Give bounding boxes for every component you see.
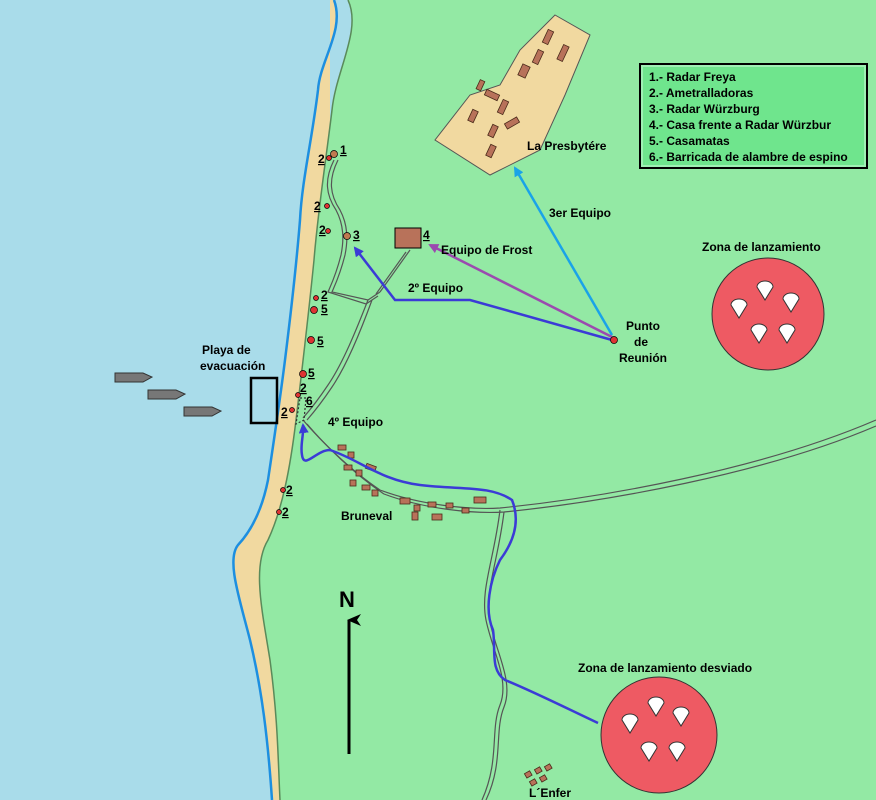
route-frost	[428, 243, 613, 339]
boat-icon	[114, 372, 154, 383]
label-zona-desviado: Zona de lanzamiento desviado	[578, 661, 752, 675]
label-equipo-frost: Equipo de Frost	[441, 243, 532, 257]
team-routes	[298, 166, 614, 725]
label-de: de	[634, 335, 648, 349]
cliff-edge	[258, 0, 353, 800]
parachute-icon	[621, 713, 639, 734]
frost-house	[394, 227, 422, 249]
marker-2: 2	[318, 152, 325, 166]
presbytere-complex	[434, 14, 591, 176]
boat-icon	[183, 406, 223, 417]
legend-item: 2.- Ametralladoras	[649, 86, 754, 100]
label-2o-equipo: 2º Equipo	[408, 281, 463, 295]
legend-item: 4.- Casa frente a Radar Würzbur	[649, 118, 832, 132]
parachute-icon	[778, 323, 796, 344]
boat-icon	[147, 389, 187, 400]
north-arrow-icon: N	[339, 587, 361, 754]
label-punto: Punto	[626, 319, 660, 333]
label-playa-de: Playa de	[202, 343, 251, 357]
parachute-icons	[621, 696, 690, 762]
marker-2: 2	[281, 405, 288, 419]
parachute-icons	[730, 280, 800, 344]
legend-item: 6.- Barricada de alambre de espino	[649, 150, 848, 164]
north-label: N	[339, 587, 355, 612]
barbed-wire-barricade	[295, 397, 307, 426]
marker-2: 2	[319, 223, 326, 237]
land	[259, 0, 876, 800]
parachute-icon	[640, 741, 658, 762]
label-reunion: Reunión	[619, 351, 667, 365]
parachute-icon	[647, 696, 665, 717]
marker-6: 6	[306, 394, 313, 408]
parachute-icon	[672, 706, 690, 727]
drop-zone-deviated	[600, 676, 718, 794]
marker-2: 2	[286, 483, 293, 497]
parachute-icon	[782, 292, 800, 313]
marker-5: 5	[317, 334, 324, 348]
legend-box: 1.- Radar Freya 2.- Ametralladoras 3.- R…	[639, 63, 868, 169]
coastline	[232, 0, 339, 800]
parachute-icon	[756, 280, 774, 301]
label-3er-equipo: 3er Equipo	[549, 206, 611, 220]
marker-1: 1	[340, 143, 347, 157]
defence-markers	[276, 150, 618, 515]
label-4o-equipo: 4º Equipo	[328, 415, 383, 429]
legend-item: 1.- Radar Freya	[649, 70, 736, 84]
lenfer-buildings	[523, 763, 553, 787]
drop-zone-main	[711, 257, 825, 371]
legend-item: 5.- Casamatas	[649, 134, 730, 148]
label-bruneval: Bruneval	[341, 509, 392, 523]
evacuation-box	[249, 376, 279, 425]
label-lenfer: L´Enfer	[529, 786, 571, 800]
parachute-icon	[750, 323, 768, 344]
marker-2: 2	[282, 505, 289, 519]
roads	[302, 159, 876, 800]
label-zona-lanzamiento: Zona de lanzamiento	[702, 240, 821, 254]
marker-2: 2	[321, 288, 328, 302]
label-presbytere: La Presbytére	[527, 139, 607, 153]
map-labels: La Presbytére 3er Equipo Equipo de Frost…	[200, 139, 821, 800]
marker-2: 2	[300, 381, 307, 395]
marker-numbers: 1 2 2 2 3 4 2 5 5 5 2 6 2 2 2	[281, 143, 430, 519]
legend-item: 3.- Radar Würzburg	[649, 102, 760, 116]
landing-craft	[114, 372, 223, 417]
marker-5: 5	[308, 366, 315, 380]
route-4o-equipo	[298, 423, 599, 725]
parachute-icon	[730, 298, 748, 319]
label-evacuacion: evacuación	[200, 359, 265, 373]
route-3er-equipo	[513, 166, 614, 336]
marker-4: 4	[423, 228, 430, 242]
marker-3: 3	[353, 228, 360, 242]
route-2o-equipo	[353, 246, 613, 342]
marker-5: 5	[321, 302, 328, 316]
marker-2: 2	[314, 199, 321, 213]
parachute-icon	[668, 741, 686, 762]
